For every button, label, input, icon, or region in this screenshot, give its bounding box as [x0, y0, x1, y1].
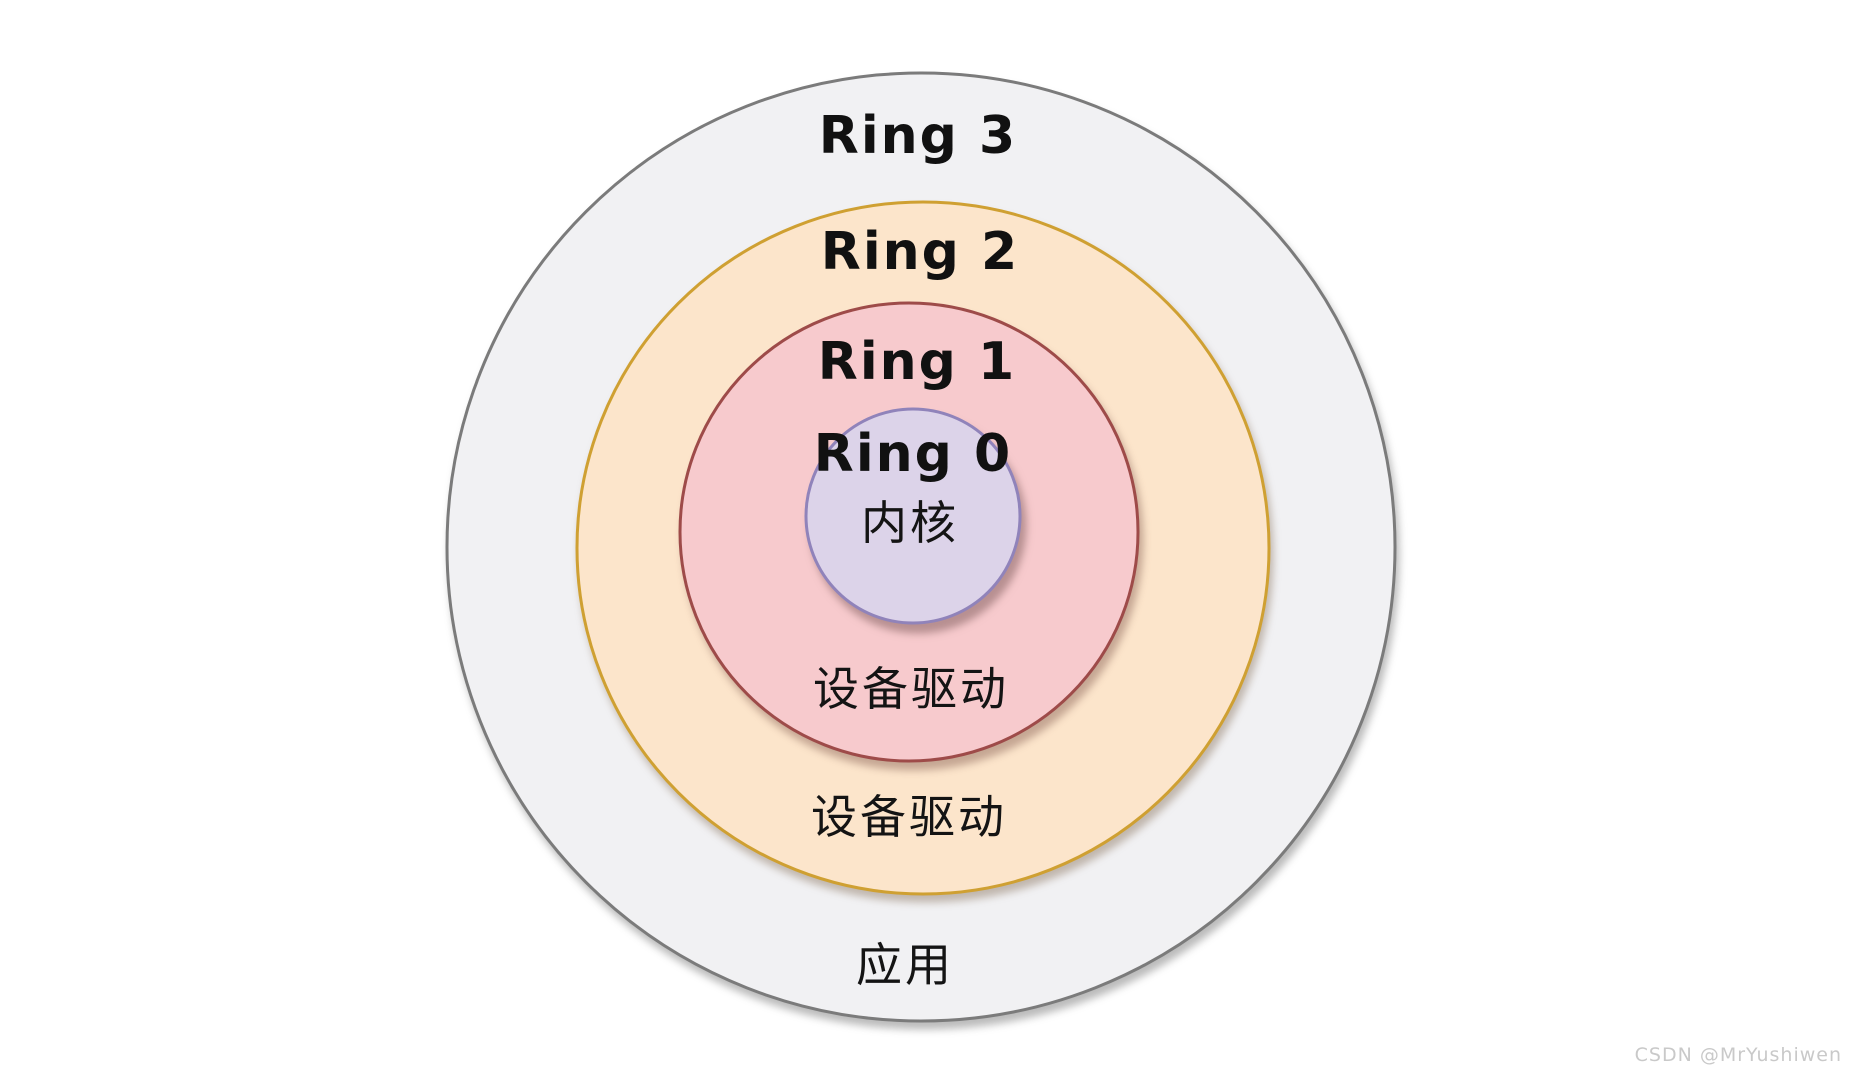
ring-0-label: Ring 0	[813, 424, 1013, 484]
ring-1-label: Ring 1	[817, 332, 1017, 392]
ring-1-device-driver-label: 设备驱动	[813, 662, 1009, 716]
ring-0-kernel-label: 内核	[861, 496, 959, 550]
ring-0-circle	[804, 407, 1022, 625]
csdn-watermark: CSDN @MrYushiwen	[1634, 1044, 1842, 1066]
ring-3-application-label: 应用	[856, 938, 954, 992]
ring-2-device-driver-label: 设备驱动	[811, 790, 1007, 844]
ring-3-label: Ring 3	[818, 106, 1018, 166]
ring-2-label: Ring 2	[820, 222, 1020, 282]
